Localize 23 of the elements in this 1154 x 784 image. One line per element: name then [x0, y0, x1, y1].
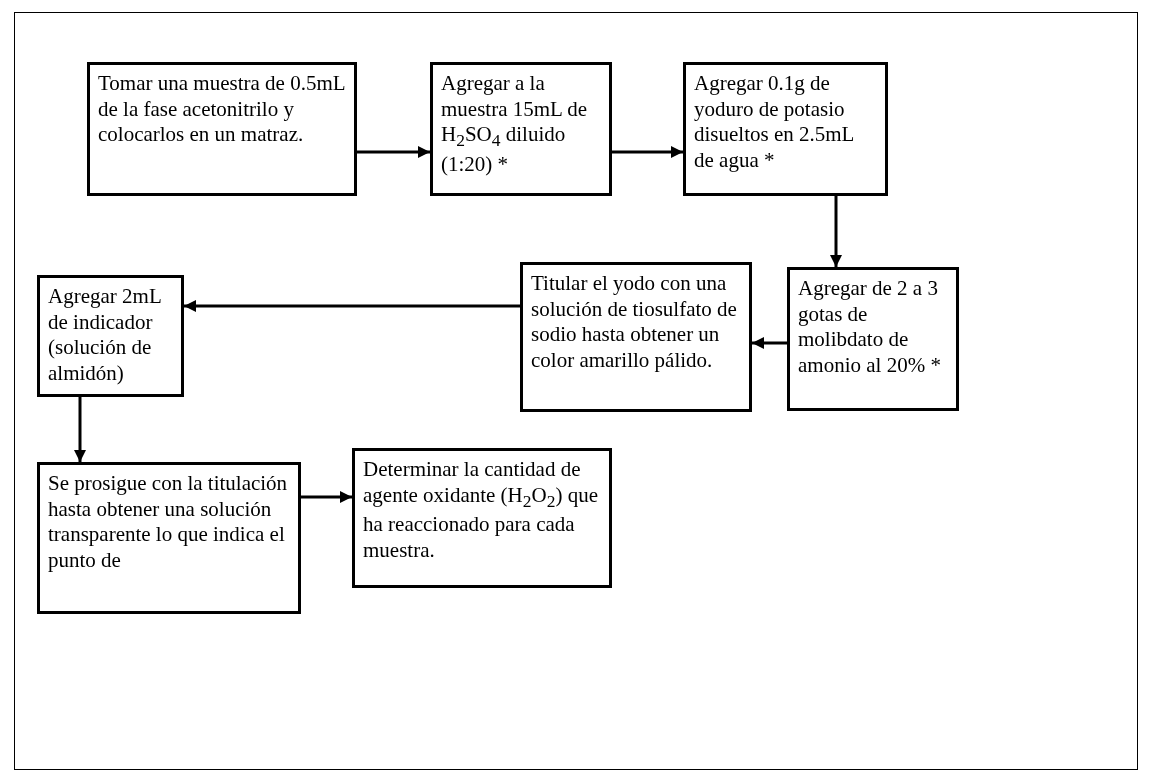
- process-box: [87, 62, 357, 196]
- process-box: [430, 62, 612, 196]
- step-text: Se prosigue con la titulación hasta obtener una solución transparente lo que indica el punto de: [48, 471, 289, 574]
- process-box: [787, 267, 959, 411]
- arrow: [612, 146, 683, 158]
- step-text: Agregar a la muestra 15mL de H$_{2}$SO$_{4}$ diluido (1:20) *: [441, 71, 589, 178]
- process-box: [37, 275, 184, 397]
- arrow: [74, 397, 86, 462]
- step-text: Agregar 2mL de indicador (solución de almidón): [48, 284, 162, 387]
- process-box: [37, 462, 301, 614]
- arrow: [184, 300, 520, 312]
- arrow: [301, 491, 352, 503]
- step-text: Determinar la cantidad de agente oxidante (H$_{2}$O$_{2}$) que ha reaccionado para cada muestra.: [363, 457, 600, 564]
- process-box: [352, 448, 612, 588]
- step-text: Tomar una muestra de 0.5mL de la fase acetonitrilo y colocarlos en un matraz.: [98, 71, 346, 148]
- process-box: [683, 62, 888, 196]
- process-box: [520, 262, 752, 412]
- arrow: [357, 146, 430, 158]
- step-text: Agregar de 2 a 3 gotas de molibdato de amonio al 20% *: [798, 276, 942, 379]
- step-text: Titular el yodo con una solución de tiosulfato de sodio hasta obtener un color amarillo pálido.: [531, 271, 738, 374]
- arrow: [830, 196, 842, 267]
- arrow: [752, 337, 787, 349]
- step-text: Agregar 0.1g de yoduro de potasio disueltos en 2.5mL de agua *: [694, 71, 855, 174]
